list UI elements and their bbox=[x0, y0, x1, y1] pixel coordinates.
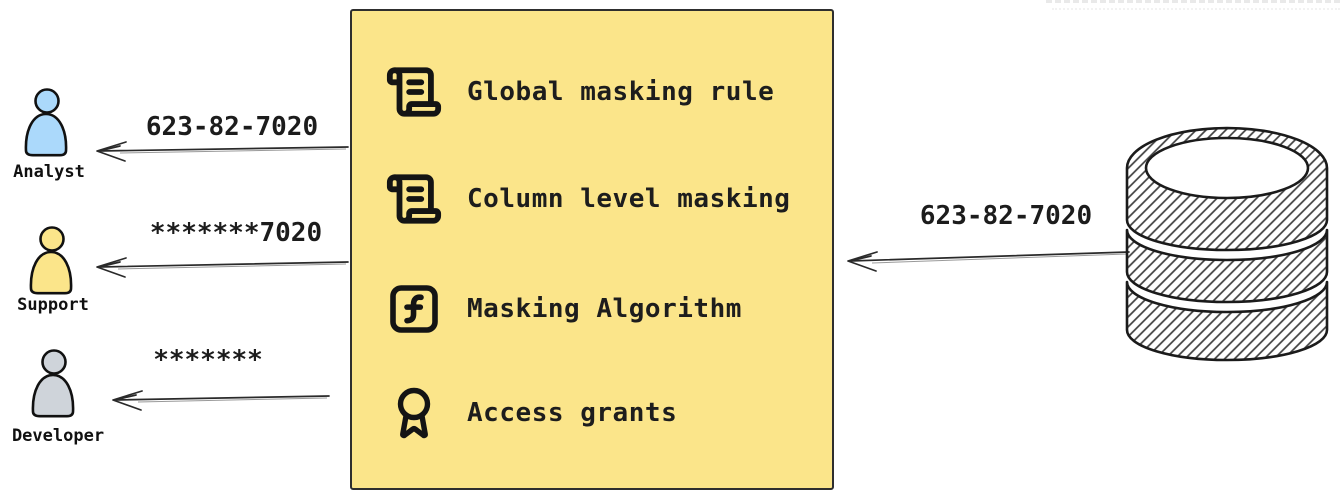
arrowhead-analyst bbox=[96, 141, 127, 162]
box-item-label: Column level masking bbox=[467, 184, 791, 214]
database-icon bbox=[1125, 126, 1329, 362]
box-row-masking-algorithm: Masking Algorithm bbox=[385, 278, 742, 340]
cropped-sketch-marks bbox=[1046, 0, 1340, 3]
support-flow-value: *******7020 bbox=[149, 218, 323, 248]
database-middle-band bbox=[1125, 228, 1329, 304]
scroll-text-icon bbox=[385, 61, 443, 123]
box-row-column-level-masking: Column level masking bbox=[385, 168, 790, 230]
developer-flow-value: ******* bbox=[153, 345, 263, 375]
support-person-icon bbox=[29, 226, 73, 295]
arrow-box-to-developer bbox=[114, 395, 330, 401]
arrowhead-support-sketch bbox=[98, 261, 121, 268]
arrowhead-developer-sketch bbox=[114, 394, 137, 401]
masking-box: Global masking rule Column level masking… bbox=[350, 9, 834, 490]
arrowhead-developer bbox=[112, 390, 143, 411]
function-icon bbox=[385, 278, 443, 340]
arrow-sketch-double bbox=[119, 148, 347, 154]
arrow-sketch-double bbox=[871, 253, 1128, 264]
support-label: Support bbox=[17, 295, 89, 315]
analyst-label: Analyst bbox=[13, 162, 85, 182]
arrow-sketch-double bbox=[137, 397, 328, 403]
arrowhead-analyst-sketch bbox=[98, 145, 121, 152]
developer-label: Developer bbox=[11, 426, 105, 446]
arrow-box-to-analyst bbox=[98, 146, 349, 152]
arrow-database-to-box bbox=[849, 251, 1130, 262]
box-item-label: Global masking rule bbox=[467, 77, 775, 107]
database-top-opening bbox=[1144, 136, 1310, 200]
arrow-sketch-double bbox=[117, 263, 347, 270]
arrowhead-support bbox=[96, 257, 127, 278]
award-icon bbox=[385, 382, 443, 444]
scroll-text-icon bbox=[385, 168, 443, 230]
database-flow-value: 623-82-7020 bbox=[919, 201, 1093, 231]
arrowhead-database-sketch bbox=[849, 255, 872, 262]
database-bottom-band bbox=[1125, 280, 1329, 362]
cropped-sketch-marks-2 bbox=[1052, 8, 1340, 10]
developer-person-icon bbox=[31, 349, 75, 418]
box-item-label: Access grants bbox=[467, 398, 678, 428]
arrow-box-to-support bbox=[98, 261, 349, 268]
box-row-global-masking-rule: Global masking rule bbox=[385, 61, 774, 123]
box-row-access-grants: Access grants bbox=[385, 382, 677, 444]
arrowhead-database bbox=[847, 251, 878, 272]
box-item-label: Masking Algorithm bbox=[467, 294, 742, 324]
analyst-flow-value: 623-82-7020 bbox=[145, 112, 319, 142]
analyst-person-icon bbox=[24, 88, 68, 157]
